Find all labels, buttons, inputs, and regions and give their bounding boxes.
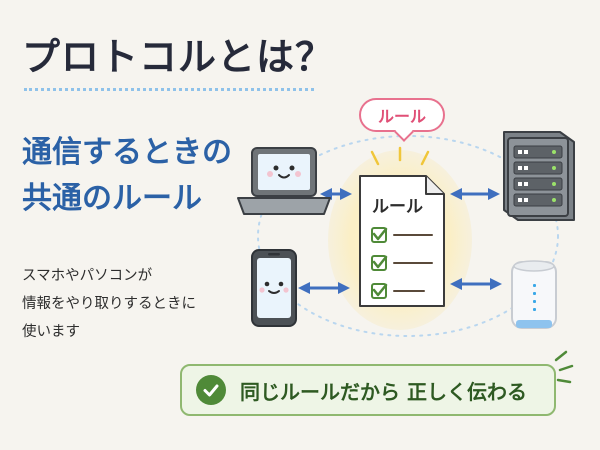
checklist-item [371,227,433,243]
laptop-face [267,165,301,179]
page-title: プロトコルとは？ [22,35,335,79]
laptop-icon [237,147,331,215]
server-icon [503,131,575,221]
document-title: ルール [372,197,423,217]
check-circle-icon [196,375,226,405]
headline-line-1: 通信するときの [22,135,232,170]
checklist-item [371,283,425,299]
wifi-router-icon [511,260,557,329]
banner-accent-icon [554,350,574,384]
checklist [371,227,433,299]
banner-text: 同じルールだから 正しく伝わる [240,379,527,404]
summary-banner: 同じルールだから 正しく伝わる [180,364,556,416]
description: スマホやパソコンが 情報をやり取りするときに 使います [22,262,196,346]
description-line-3: 使います [22,324,80,340]
headline: 通信するときの 共通のルール [22,130,232,222]
connection-arrows [298,188,502,294]
description-line-2: 情報をやり取りするときに [22,296,196,312]
title-underline [24,88,314,91]
rule-document-icon [359,175,445,307]
smartphone-face [259,281,289,294]
smartphone-icon [251,249,297,327]
headline-line-2: 共通のルール [22,181,202,216]
checklist-item [371,255,433,271]
rule-speech-bubble: ルール [359,98,445,132]
sparkle-icon [370,146,430,166]
description-line-1: スマホやパソコンが [22,268,153,284]
